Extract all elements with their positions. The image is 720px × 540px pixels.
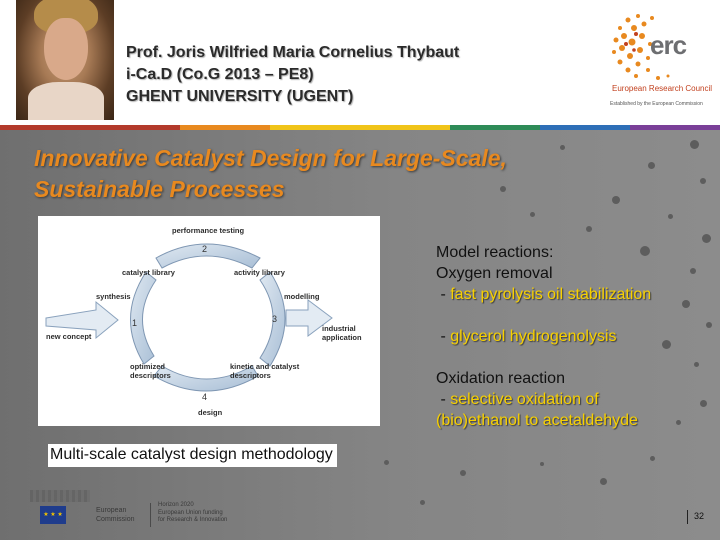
output-arrow-right — [285, 299, 333, 337]
bullet-dash: - — [436, 286, 451, 303]
bullet-dash: - — [436, 328, 451, 345]
title-line-1: Innovative Catalyst Design for Large-Sca… — [34, 145, 507, 171]
erc-wordmark: erc — [650, 30, 687, 60]
label-synthesis: synthesis — [96, 292, 131, 301]
stripe-segment — [450, 125, 540, 130]
stripe-segment — [180, 125, 270, 130]
reaction-item: - fast pyrolysis oil stabilization — [436, 284, 718, 305]
stripe-segment — [0, 125, 180, 130]
footer-divider — [150, 503, 151, 527]
cycle-arrow-bottom — [153, 365, 259, 392]
oxidation-heading: Oxidation reaction — [436, 370, 565, 387]
input-arrow-left — [45, 300, 119, 340]
european-commission-label: European Commission — [96, 507, 135, 523]
title-line-2: Sustainable Processes — [34, 176, 285, 202]
reaction-list: Model reactions: Oxygen removal - fast p… — [436, 242, 718, 431]
speaker-grant: i-Ca.D (Co.G 2013 – PE8) — [126, 66, 314, 83]
label-optimized-descriptors: optimized descriptors — [130, 362, 171, 380]
stripe-segment — [630, 125, 720, 130]
label-kinetic-descriptors: kinetic and catalyst descriptors — [230, 362, 300, 380]
reaction-item-text: glycerol hydrogenolysis — [450, 328, 617, 345]
oxygen-removal-label: Oxygen removal — [436, 265, 553, 282]
eu-flag-icon: ★ ★ ★ — [40, 506, 66, 524]
label-new-concept: new concept — [46, 332, 92, 341]
label-activity-library: activity library — [234, 268, 285, 277]
cycle-arrow-top — [155, 243, 261, 269]
stripe-segment — [270, 125, 450, 130]
speaker-institution: GHENT UNIVERSITY (UGENT) — [126, 88, 354, 105]
stripe-segment — [540, 125, 630, 130]
step-number: 3 — [272, 314, 278, 324]
reaction-item: - selective oxidation of — [436, 389, 718, 410]
horizon-2020-label: Horizon 2020 European Union funding for … — [158, 502, 228, 523]
reaction-item-text: selective oxidation of — [450, 391, 599, 408]
reaction-item-continued: (bio)ethanol to acetaldehyde — [436, 412, 638, 429]
erc-logo — [612, 14, 670, 80]
page-marker — [687, 510, 688, 524]
page-number: 32 — [694, 511, 705, 521]
slide-title: Innovative Catalyst Design for Large-Sca… — [34, 143, 654, 205]
step-number: 1 — [132, 318, 138, 328]
cycle-arrow-left — [130, 271, 157, 365]
erc-tagline: Established by the European Commission — [610, 101, 703, 107]
label-design: design — [198, 408, 223, 417]
speaker-info: Prof. Joris Wilfried Maria Cornelius Thy… — [126, 42, 566, 108]
reaction-item: - glycerol hydrogenolysis — [436, 326, 718, 347]
methodology-diagram: performance testing catalyst library act… — [38, 216, 380, 426]
label-performance-testing: performance testing — [172, 226, 245, 235]
label-catalyst-library: catalyst library — [122, 268, 175, 277]
model-reactions-heading: Model reactions: — [436, 244, 554, 261]
speaker-photo — [16, 0, 114, 120]
label-modelling: modelling — [284, 292, 320, 301]
bullet-dash: - — [436, 391, 451, 408]
label-industrial-application: industrial application — [322, 324, 362, 342]
cycle-arrow-right — [259, 271, 286, 367]
erc-council-label: European Research Council — [612, 84, 713, 93]
diagram-caption: Multi-scale catalyst design methodology — [48, 444, 337, 467]
header — [0, 0, 720, 125]
reaction-item-text: fast pyrolysis oil stabilization — [450, 286, 652, 303]
speaker-name: Prof. Joris Wilfried Maria Cornelius Thy… — [126, 44, 460, 61]
cycle-arrows — [45, 243, 333, 392]
step-number: 4 — [202, 392, 208, 402]
ec-building-graphic — [30, 490, 90, 502]
step-number: 2 — [202, 244, 208, 254]
